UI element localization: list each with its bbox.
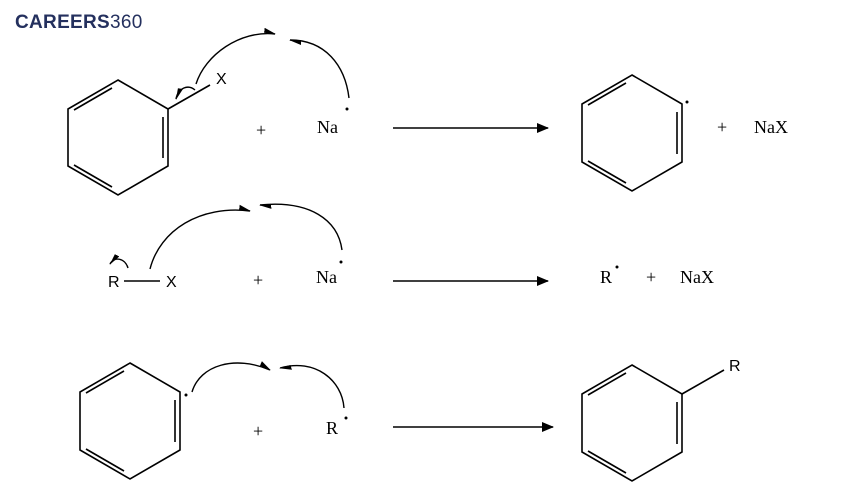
bond-cleavage-half-arrow bbox=[109, 254, 129, 269]
benzene-ring-phenyl-radical bbox=[79, 362, 181, 480]
alkyl-radical-dot bbox=[344, 416, 348, 420]
electron-transfer-arrow-right bbox=[259, 203, 343, 251]
alkyl-r-label: R bbox=[108, 274, 120, 291]
plus-sign: + bbox=[717, 117, 727, 137]
bond-cleavage-half-arrow bbox=[175, 86, 196, 100]
plus-sign: + bbox=[253, 421, 263, 441]
sodium-reagent-label: Na bbox=[316, 267, 337, 287]
sodium-halide-label: NaX bbox=[754, 117, 788, 137]
benzene-ring-alkylbenzene bbox=[581, 364, 725, 482]
reaction-3: + R R bbox=[79, 358, 741, 482]
radical-dot bbox=[339, 260, 343, 264]
radical-dot bbox=[345, 107, 349, 111]
plus-sign: + bbox=[253, 270, 263, 290]
substituent-x-label: X bbox=[216, 71, 227, 88]
phenyl-radical-dot bbox=[184, 393, 188, 397]
alkyl-radical-label: R bbox=[326, 418, 338, 438]
phenyl-radical-dot bbox=[685, 100, 689, 104]
substituent-r-label: R bbox=[729, 358, 741, 375]
careers360-logo: CAREERS360 bbox=[15, 10, 143, 36]
substituent-x-label: X bbox=[166, 274, 177, 291]
benzene-ring-phenyl-radical bbox=[581, 74, 683, 192]
alkyl-radical-dot bbox=[615, 265, 619, 269]
sodium-halide-label: NaX bbox=[680, 267, 714, 287]
plus-sign: + bbox=[646, 267, 656, 287]
electron-transfer-arrow-left bbox=[149, 204, 251, 270]
electron-transfer-arrow-right bbox=[279, 364, 345, 409]
electron-transfer-arrow-right bbox=[289, 39, 350, 99]
logo-text-bold: CAREERS bbox=[15, 12, 111, 33]
reaction-2: R X + Na R + NaX bbox=[108, 203, 714, 291]
electron-transfer-arrow-left bbox=[191, 361, 271, 393]
alkyl-radical-label: R bbox=[600, 267, 612, 287]
logo-text-light: 360 bbox=[110, 12, 143, 33]
reaction-1: X + Na + NaX bbox=[67, 27, 788, 196]
electron-transfer-arrow-left bbox=[195, 27, 276, 85]
plus-sign: + bbox=[256, 120, 266, 140]
benzene-ring-aryl-halide bbox=[67, 79, 211, 196]
sodium-reagent-label: Na bbox=[317, 117, 338, 137]
